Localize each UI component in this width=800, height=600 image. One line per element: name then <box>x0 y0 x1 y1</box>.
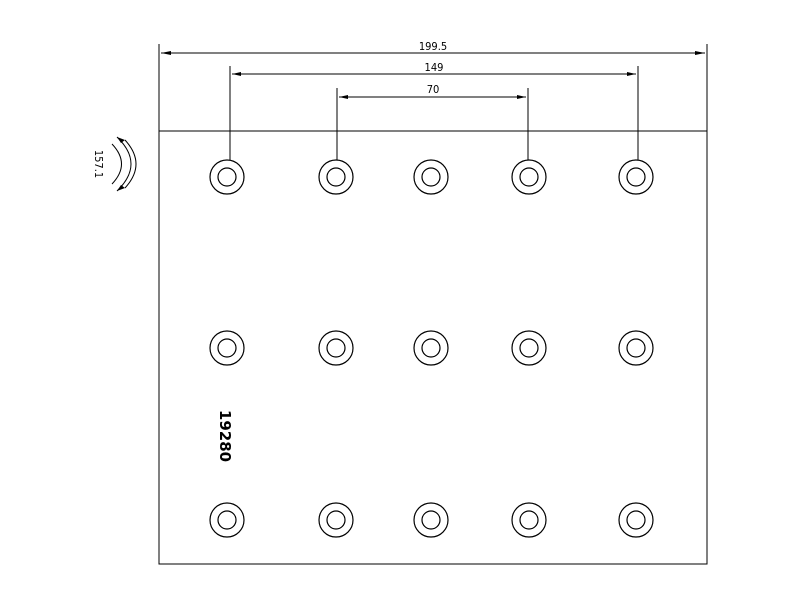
rivet-hole <box>413 502 449 538</box>
rivet-hole <box>618 502 654 538</box>
part-number-label: 19280 <box>216 410 234 462</box>
overall-width-label: 199.5 <box>419 40 447 53</box>
lining-outline <box>158 130 708 565</box>
inner-hole-spacing-dimension: 70 <box>336 83 529 165</box>
rivet-hole <box>413 159 449 195</box>
rivet-hole <box>209 159 245 195</box>
inner-hole-spacing-label: 70 <box>427 83 440 96</box>
overall-width-dimension: 199.5 <box>158 40 708 131</box>
rivet-hole <box>318 159 354 195</box>
arc-radius-indicator: 157.1 <box>92 136 137 192</box>
outer-hole-spacing-label: 149 <box>425 61 444 74</box>
outer-hole-spacing-dimension: 149 <box>229 61 639 165</box>
rivet-hole <box>209 502 245 538</box>
arc-radius-label: 157.1 <box>92 150 105 178</box>
rivet-hole <box>618 159 654 195</box>
rivet-hole <box>209 330 245 366</box>
rivet-hole <box>318 502 354 538</box>
rivet-hole <box>618 330 654 366</box>
rivet-hole <box>318 330 354 366</box>
rivet-hole <box>413 330 449 366</box>
rivet-hole <box>511 330 547 366</box>
rivet-hole <box>511 502 547 538</box>
rivet-hole <box>511 159 547 195</box>
rivet-hole-grid <box>209 159 654 538</box>
